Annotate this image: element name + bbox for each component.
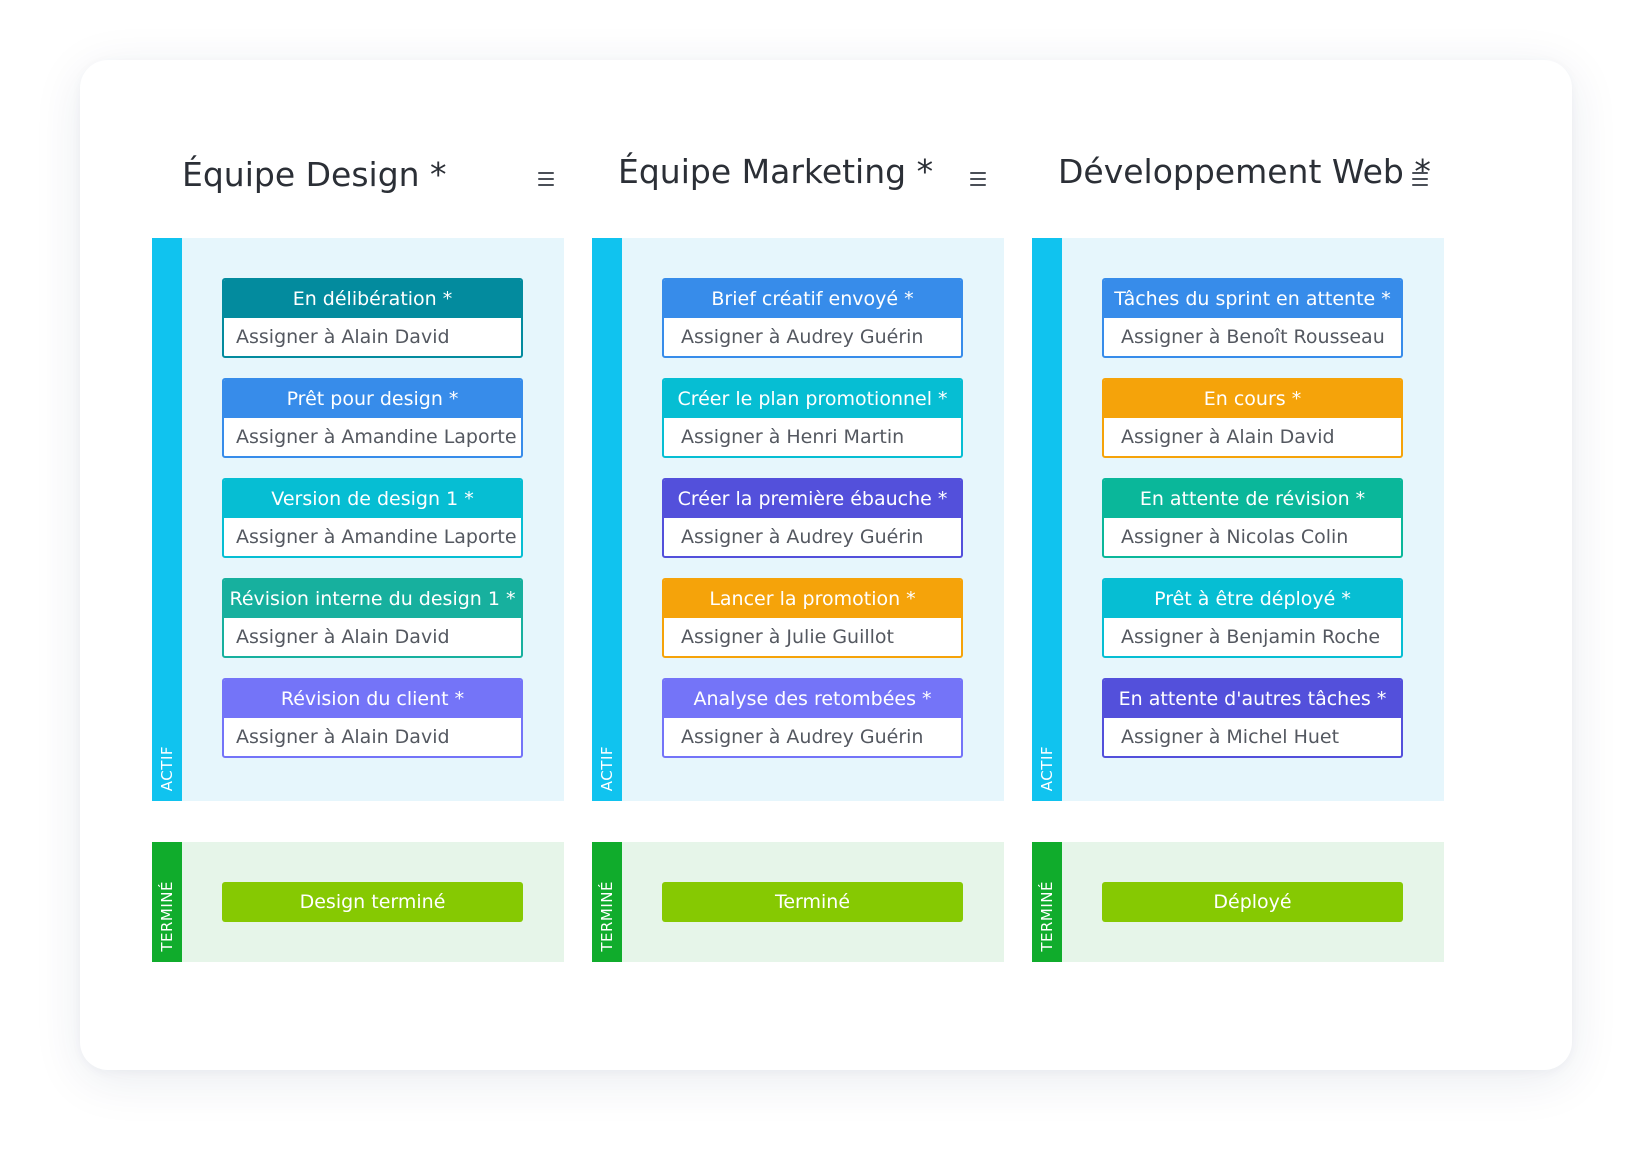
task-title[interactable]: Prêt à être déployé * [1104,580,1401,618]
task-title[interactable]: Révision du client * [224,680,521,718]
task-card[interactable]: Version de design 1 * Assigner à Amandin… [222,478,523,558]
task-title[interactable]: Brief créatif envoyé * [664,280,961,318]
task-assignee[interactable]: Assigner à Nicolas Colin [1121,526,1349,548]
task-assignee[interactable]: Assigner à Alain David [1121,426,1335,448]
active-lane: ACTIF Tâches du sprint en attente * Assi… [1032,238,1444,801]
board-card: Équipe Design * ACTIF En délibération * … [80,60,1572,1070]
active-lane-strip: ACTIF [152,238,182,801]
task-card[interactable]: Brief créatif envoyé * Assigner à Audrey… [662,278,963,358]
task-card[interactable]: Prêt pour design * Assigner à Amandine L… [222,378,523,458]
task-assignee[interactable]: Assigner à Julie Guillot [681,626,895,648]
task-card[interactable]: En cours * Assigner à Alain David [1102,378,1403,458]
done-status-chip[interactable]: Terminé [662,882,963,922]
done-lane-label: TERMINÉ [158,881,176,952]
task-card[interactable]: En attente d'autres tâches * Assigner à … [1102,678,1403,758]
task-title[interactable]: En cours * [1104,380,1401,418]
task-title[interactable]: Version de design 1 * [224,480,521,518]
task-title[interactable]: Créer la première ébauche * [664,480,961,518]
active-lane: ACTIF En délibération * Assigner à Alain… [152,238,564,801]
task-card[interactable]: En délibération * Assigner à Alain David [222,278,523,358]
done-lane-label: TERMINÉ [1038,881,1056,952]
task-assignee[interactable]: Assigner à Amandine Laporte [236,426,517,448]
done-lane: TERMINÉ Terminé [592,842,1004,962]
task-assignee[interactable]: Assigner à Michel Huet [1121,726,1340,748]
task-title[interactable]: En attente d'autres tâches * [1104,680,1401,718]
task-title[interactable]: Révision interne du design 1 * [224,580,521,618]
task-card[interactable]: Révision interne du design 1 * Assigner … [222,578,523,658]
column-header: Développement Web * [1058,152,1440,202]
active-lane-label: ACTIF [158,745,176,791]
task-assignee[interactable]: Assigner à Audrey Guérin [681,726,924,748]
done-lane-strip: TERMINÉ [592,842,622,962]
task-assignee[interactable]: Assigner à Benoît Rousseau [1121,326,1385,348]
task-title[interactable]: Créer le plan promotionnel * [664,380,961,418]
task-card[interactable]: Lancer la promotion * Assigner à Julie G… [662,578,963,658]
done-lane-strip: TERMINÉ [152,842,182,962]
done-lane: TERMINÉ Déployé [1032,842,1444,962]
task-list: En délibération * Assigner à Alain David… [222,278,523,778]
task-title[interactable]: Analyse des retombées * [664,680,961,718]
active-lane: ACTIF Brief créatif envoyé * Assigner à … [592,238,1004,801]
task-card[interactable]: Révision du client * Assigner à Alain Da… [222,678,523,758]
task-assignee[interactable]: Assigner à Audrey Guérin [681,526,924,548]
task-assignee[interactable]: Assigner à Alain David [236,626,450,648]
active-lane-strip: ACTIF [592,238,622,801]
task-card[interactable]: Analyse des retombées * Assigner à Audre… [662,678,963,758]
task-assignee[interactable]: Assigner à Audrey Guérin [681,326,924,348]
done-lane: TERMINÉ Design terminé [152,842,564,962]
hamburger-menu-icon[interactable] [538,172,554,186]
task-card[interactable]: Prêt à être déployé * Assigner à Benjami… [1102,578,1403,658]
column-title[interactable]: Développement Web * [1058,152,1431,191]
done-lane-label: TERMINÉ [598,881,616,952]
task-title[interactable]: Tâches du sprint en attente * [1104,280,1401,318]
hamburger-menu-icon[interactable] [1412,172,1428,186]
task-title[interactable]: En attente de révision * [1104,480,1401,518]
task-assignee[interactable]: Assigner à Alain David [236,326,450,348]
task-card[interactable]: Tâches du sprint en attente * Assigner à… [1102,278,1403,358]
done-status-chip[interactable]: Déployé [1102,882,1403,922]
task-list: Brief créatif envoyé * Assigner à Audrey… [662,278,963,778]
task-assignee[interactable]: Assigner à Amandine Laporte [236,526,517,548]
column-header: Équipe Design * [182,152,564,202]
column-title[interactable]: Équipe Marketing * [618,152,934,191]
column-header: Équipe Marketing * [618,152,1000,202]
task-assignee[interactable]: Assigner à Alain David [236,726,450,748]
task-title[interactable]: Prêt pour design * [224,380,521,418]
task-card[interactable]: Créer le plan promotionnel * Assigner à … [662,378,963,458]
active-lane-label: ACTIF [1038,745,1056,791]
task-title[interactable]: Lancer la promotion * [664,580,961,618]
active-lane-label: ACTIF [598,745,616,791]
hamburger-menu-icon[interactable] [970,172,986,186]
task-card[interactable]: Créer la première ébauche * Assigner à A… [662,478,963,558]
done-lane-strip: TERMINÉ [1032,842,1062,962]
done-status-chip[interactable]: Design terminé [222,882,523,922]
task-assignee[interactable]: Assigner à Henri Martin [681,426,905,448]
task-title[interactable]: En délibération * [224,280,521,318]
active-lane-strip: ACTIF [1032,238,1062,801]
column-title[interactable]: Équipe Design * [182,155,447,194]
task-assignee[interactable]: Assigner à Benjamin Roche [1121,626,1381,648]
task-list: Tâches du sprint en attente * Assigner à… [1102,278,1403,778]
task-card[interactable]: En attente de révision * Assigner à Nico… [1102,478,1403,558]
